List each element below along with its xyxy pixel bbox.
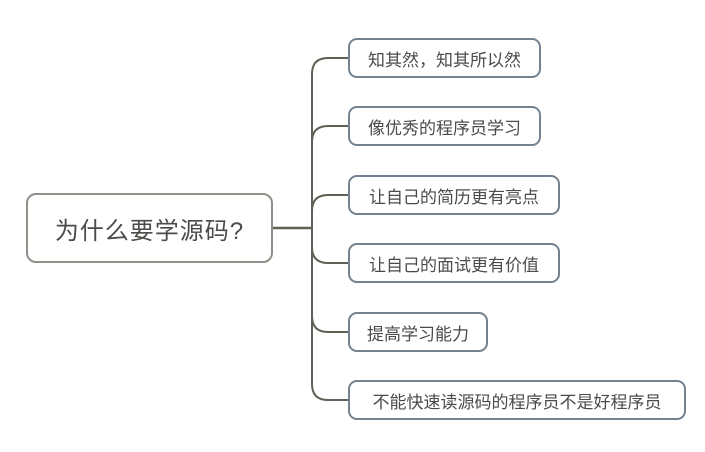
branch-line-3 <box>311 194 348 212</box>
child-node-6[interactable]: 不能快速读源码的程序员不是好程序员 <box>348 380 686 420</box>
branch-line-6 <box>311 383 348 401</box>
child-node-3[interactable]: 让自己的简历更有亮点 <box>348 175 560 215</box>
child-node-label: 知其然，知其所以然 <box>368 50 521 70</box>
child-node-label: 让自己的面试更有价值 <box>369 255 539 275</box>
branch-line-4 <box>311 246 348 264</box>
child-node-label: 像优秀的程序员学习 <box>368 118 521 138</box>
child-node-2[interactable]: 像优秀的程序员学习 <box>348 106 541 146</box>
child-node-1[interactable]: 知其然，知其所以然 <box>348 38 541 78</box>
child-node-label: 不能快速读源码的程序员不是好程序员 <box>372 392 662 412</box>
child-node-label: 让自己的简历更有亮点 <box>369 187 539 207</box>
root-node-label: 为什么要学源码? <box>54 217 245 245</box>
child-node-label: 提高学习能力 <box>367 324 469 344</box>
branch-line-5 <box>311 315 348 333</box>
branch-line-2 <box>311 125 348 143</box>
branch-line-1 <box>311 57 348 75</box>
child-node-5[interactable]: 提高学习能力 <box>348 312 488 352</box>
child-node-4[interactable]: 让自己的面试更有价值 <box>348 243 560 283</box>
root-node[interactable]: 为什么要学源码? <box>26 193 273 263</box>
